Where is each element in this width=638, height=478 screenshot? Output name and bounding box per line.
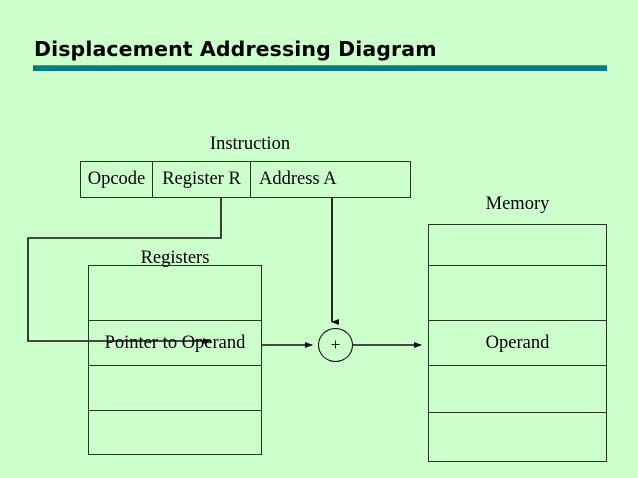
register-row-pointer-to-operand: Pointer to Operand (89, 321, 261, 366)
adder-node: + (318, 328, 353, 362)
registers-table: Pointer to Operand (88, 265, 262, 455)
memory-row (429, 266, 606, 321)
register-row (89, 366, 261, 411)
memory-row-operand: Operand (429, 321, 606, 366)
memory-row (429, 413, 606, 461)
instruction-field-opcode: Opcode (81, 162, 153, 197)
register-row (89, 411, 261, 454)
instruction-field-register-r: Register R (153, 162, 251, 197)
instruction-field-address-a: Address A (259, 169, 337, 189)
memory-row (429, 366, 606, 413)
memory-caption: Memory (485, 194, 550, 214)
instruction-caption: Instruction (209, 134, 291, 154)
title-underline-rule (33, 65, 607, 71)
page-title: Displacement Addressing Diagram (34, 37, 437, 61)
registers-caption: Registers (140, 248, 210, 268)
memory-table: Operand (428, 224, 607, 462)
instruction-word: Opcode Register R Address A (80, 161, 411, 198)
memory-row (429, 225, 606, 266)
register-row (89, 266, 261, 321)
